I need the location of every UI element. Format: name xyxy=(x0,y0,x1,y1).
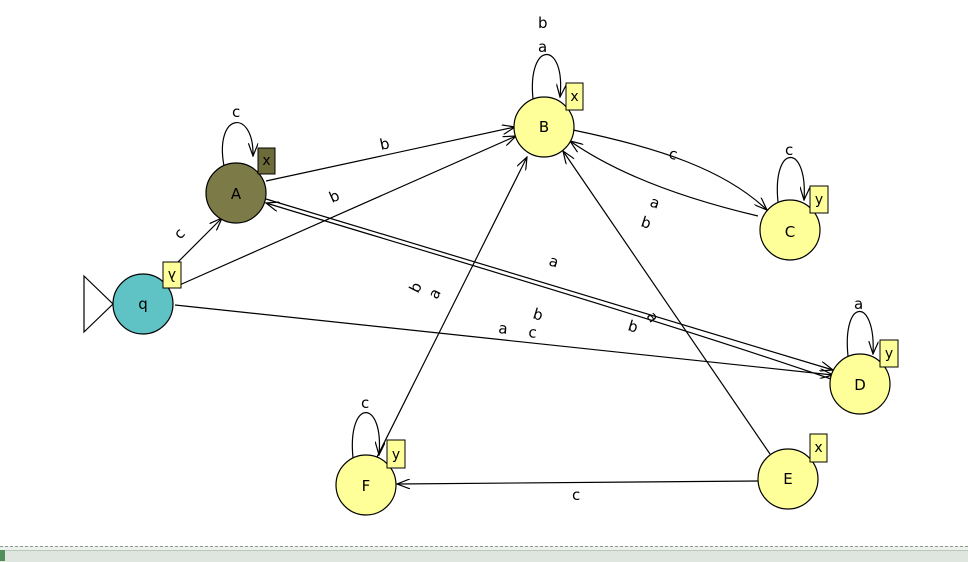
output-label: y xyxy=(885,346,893,362)
transition-label-D-A-2: b xyxy=(626,317,640,337)
output-box xyxy=(565,82,584,111)
transition-label-F-B-a: a xyxy=(425,285,445,301)
horizontal-scrollbar[interactable] xyxy=(0,550,968,562)
transition-label-E-F: c xyxy=(572,486,580,504)
output-box xyxy=(386,439,406,469)
transition-label-q-D-a: a xyxy=(498,319,509,338)
transition-B-B[interactable] xyxy=(531,54,560,100)
output-box xyxy=(809,433,828,463)
state-A[interactable]: A x xyxy=(205,147,276,224)
state-label: q xyxy=(138,295,148,313)
transition-D-A[interactable] xyxy=(266,203,832,380)
transition-D-D[interactable] xyxy=(846,311,873,357)
state-B[interactable]: B x xyxy=(513,82,584,158)
transition-label-B-B-b: b xyxy=(538,14,548,32)
state-circle[interactable] xyxy=(757,448,819,510)
transition-q-D[interactable] xyxy=(174,304,833,375)
state-circle[interactable] xyxy=(513,96,575,158)
state-circle[interactable] xyxy=(829,353,891,415)
transition-label-q-B: b xyxy=(326,186,342,206)
state-C[interactable]: C y xyxy=(759,185,829,261)
transition-label-C-C: c xyxy=(785,141,793,159)
output-label: λ xyxy=(168,267,176,283)
state-label: F xyxy=(362,477,371,495)
transition-label-B-C: c xyxy=(667,144,679,163)
transition-A-A[interactable] xyxy=(221,122,253,167)
transition-E-F[interactable] xyxy=(397,481,760,484)
output-box xyxy=(879,339,899,368)
state-E[interactable]: E x xyxy=(757,433,828,510)
output-label: y xyxy=(392,447,400,463)
state-label: A xyxy=(231,185,242,203)
transition-label-F-F: c xyxy=(361,394,369,412)
transition-C-B[interactable] xyxy=(570,141,759,217)
transition-label-F-B-b: b xyxy=(406,279,426,296)
transition-label-q-A: c xyxy=(170,224,189,243)
start-state-arrow xyxy=(83,274,114,334)
output-box xyxy=(162,261,182,289)
transition-A-B[interactable] xyxy=(265,127,515,182)
state-diagram-canvas[interactable]: c b a c c b a b b a b c a b c a a c a b xyxy=(0,0,968,546)
output-label: x xyxy=(814,440,822,456)
state-label: C xyxy=(785,223,795,241)
state-circle[interactable] xyxy=(205,162,267,224)
transition-label-A-A: c xyxy=(232,103,240,121)
transition-label-A-D: a xyxy=(547,252,561,272)
transition-A-D[interactable] xyxy=(265,198,833,370)
output-label: x xyxy=(570,89,578,105)
transition-E-B[interactable] xyxy=(563,151,771,455)
transition-label-A-B: b xyxy=(378,134,391,154)
transition-F-B[interactable] xyxy=(376,157,527,458)
transition-label-C-B-b: b xyxy=(639,213,654,233)
state-label: D xyxy=(854,376,866,394)
transitions: c b a c c b a b b a b c a b c a a c a b xyxy=(162,14,873,504)
state-circle[interactable] xyxy=(335,454,397,516)
transition-label-C-B-a: a xyxy=(648,193,662,213)
transition-C-C[interactable] xyxy=(776,157,804,203)
state-label: E xyxy=(783,470,792,488)
states: q λ A x B x C y D y xyxy=(112,82,899,516)
status-bar xyxy=(0,546,968,562)
transition-q-B[interactable] xyxy=(174,136,516,288)
state-label: B xyxy=(539,118,549,136)
transition-label-q-D-c: c xyxy=(528,323,538,342)
state-F[interactable]: F y xyxy=(335,439,406,516)
output-box xyxy=(809,185,829,214)
transition-label-D-D: a xyxy=(854,295,863,313)
state-q[interactable]: q λ xyxy=(112,261,182,335)
scrollbar-thumb[interactable] xyxy=(0,550,5,561)
output-label: y xyxy=(815,192,823,208)
transition-label-D-A-1: b xyxy=(531,305,545,325)
transition-F-F[interactable] xyxy=(351,412,379,459)
output-box xyxy=(257,147,276,175)
state-D[interactable]: D y xyxy=(829,339,899,415)
output-label: x xyxy=(262,153,270,169)
state-circle[interactable] xyxy=(759,199,821,261)
transition-B-C[interactable] xyxy=(572,129,767,210)
state-circle[interactable] xyxy=(112,273,174,335)
transition-label-B-B-a: a xyxy=(538,38,547,56)
